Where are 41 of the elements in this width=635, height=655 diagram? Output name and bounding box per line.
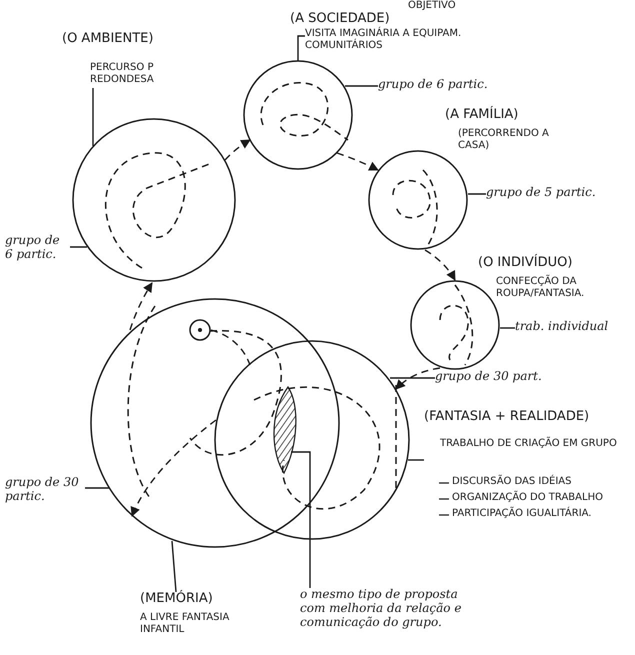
- leader-line: [345, 85, 378, 87]
- dashed-arrow: [224, 139, 251, 160]
- heading-text: (A SOCIEDADE): [290, 12, 390, 26]
- leader-line: [291, 451, 311, 588]
- leader-line: [85, 487, 109, 489]
- heading-text: OBJETIVO: [408, 0, 456, 12]
- dashed-arrow: [424, 249, 456, 281]
- leader-line: [468, 193, 486, 195]
- leader-line: [500, 327, 515, 329]
- description-text: CONFECÇÃO DA ROUPA/FANTASIA.: [496, 276, 586, 299]
- dashed-arrow: [336, 152, 379, 171]
- bullet-text: ORGANIZAÇÃO DO TRABALHO: [452, 492, 603, 504]
- description-text: A LIVRE FANTASIA INFANTIL: [140, 612, 230, 635]
- group-size-note: grupo de 6 partic.: [5, 234, 61, 262]
- leader-line: [70, 246, 87, 248]
- heading-text: (O INDIVÍDUO): [478, 256, 572, 271]
- group-size-note: grupo de 30 part.: [435, 370, 542, 384]
- dashed-arrow: [395, 367, 440, 390]
- bullet-text: DISCURSÃO DAS IDÉIAS: [452, 476, 572, 488]
- bullet-text: PARTICIPAÇÃO IGUALITÁRIA.: [452, 508, 592, 520]
- description-text: VISITA IMAGINÁRIA A EQUIPAM. COMUNITÁRIOS: [305, 28, 462, 51]
- group-size-note: grupo de 30 partic.: [5, 476, 80, 504]
- heading-text: (FANTASIA + REALIDADE): [424, 410, 590, 425]
- dashed-route: [210, 329, 251, 366]
- leader-line: [390, 377, 435, 379]
- leader-line: [92, 88, 94, 146]
- heading-text: (MEMÓRIA): [140, 592, 213, 607]
- group-size-note: trab. individual: [515, 320, 608, 334]
- group-size-note: grupo de 6 partic.: [378, 78, 488, 92]
- description-text: TRABALHO DE CRIAÇÃO EM GRUPO: [440, 438, 618, 450]
- leader-line: [408, 459, 424, 461]
- note-text: o mesmo tipo de proposta com melhoria da relação e comunicação do grupo.: [300, 588, 462, 630]
- group-size-note: grupo de 5 partic.: [486, 186, 596, 200]
- heading-text: (O AMBIENTE): [62, 32, 154, 47]
- leader-line: [171, 540, 177, 592]
- leader-line: [297, 35, 305, 61]
- dashed-arrow: [131, 419, 216, 517]
- description-text: (PERCORRENDO A CASA): [458, 128, 550, 151]
- description-text: PERCURSO P REDONDESA: [90, 62, 155, 85]
- dashed-arrow: [129, 282, 153, 330]
- heading-text: (A FAMÍLIA): [445, 108, 518, 123]
